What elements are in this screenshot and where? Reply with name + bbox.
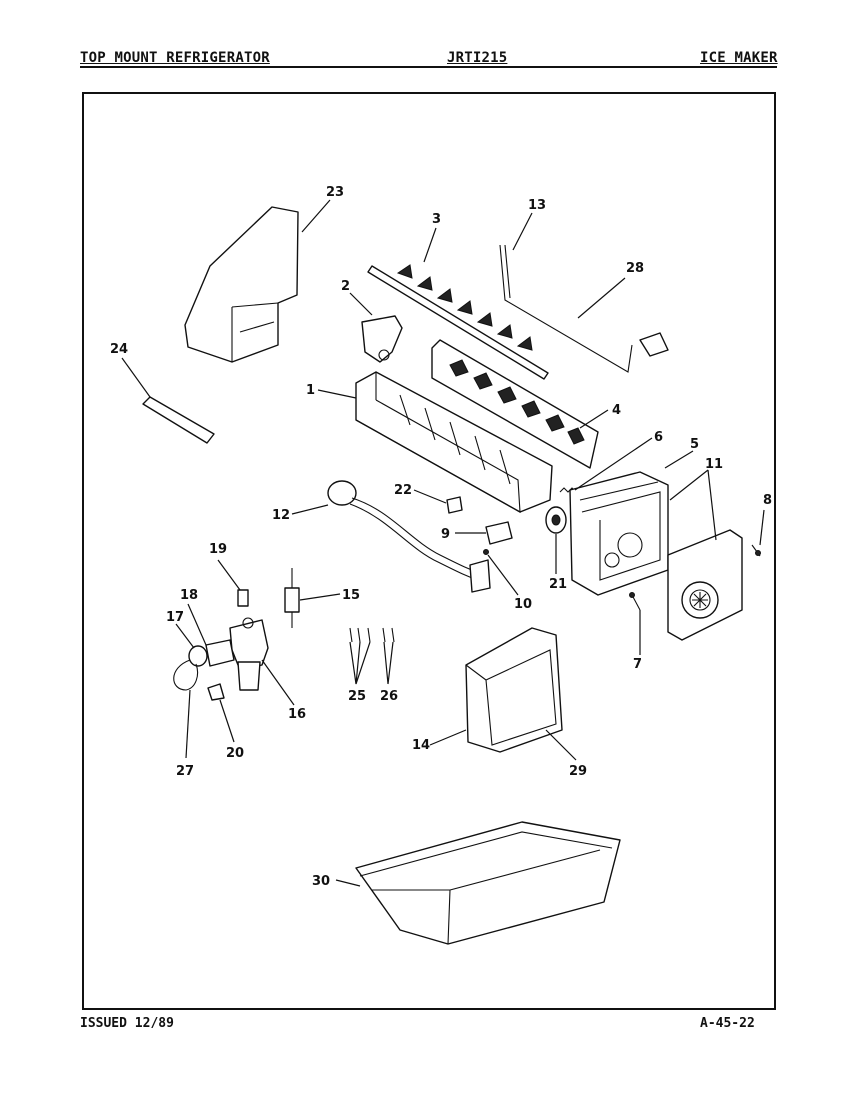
callout-3: 3 <box>432 212 441 227</box>
callout-20: 20 <box>226 746 244 761</box>
part-12-thermostat-harness <box>327 480 491 593</box>
part-11-motor-plate <box>667 529 743 641</box>
callout-4: 4 <box>612 403 621 418</box>
part-2-bracket <box>361 315 403 363</box>
callout-12: 12 <box>272 508 290 523</box>
part-3-ejector <box>367 264 549 380</box>
part-18-coil <box>205 639 235 667</box>
callout-24: 24 <box>110 342 128 357</box>
part-22 <box>446 496 463 514</box>
header-section-title: ICE MAKER <box>700 50 778 66</box>
callout-15: 15 <box>342 588 360 603</box>
callout-9: 9 <box>441 527 450 542</box>
part-27-wire-loop <box>173 659 199 691</box>
part-20-clip <box>207 683 225 701</box>
part-9-10-bracket <box>483 521 513 555</box>
callout-22: 22 <box>394 483 412 498</box>
callout-18: 18 <box>180 588 198 603</box>
part-4-stripper <box>431 339 599 469</box>
part-16-water-valve <box>229 617 269 691</box>
part-8-screw <box>751 544 761 557</box>
callout-16: 16 <box>288 707 306 722</box>
part-26-screws <box>382 627 395 643</box>
header-rule <box>80 66 777 68</box>
callout-7: 7 <box>633 657 642 672</box>
header-model-type: TOP MOUNT REFRIGERATOR <box>80 50 270 66</box>
callout-21: 21 <box>549 577 567 592</box>
callout-27: 27 <box>176 764 194 779</box>
part-19-fitting <box>237 589 249 607</box>
callout-23: 23 <box>326 185 344 200</box>
callout-14: 14 <box>412 738 430 753</box>
part-17-connector <box>188 645 208 667</box>
part-1-ice-mold <box>355 371 553 513</box>
part-15-fitting <box>284 568 300 628</box>
callout-5: 5 <box>690 437 699 452</box>
part-30-ice-bin <box>355 821 621 945</box>
callout-28: 28 <box>626 261 644 276</box>
callout-1: 1 <box>306 383 315 398</box>
footer-page-code: A-45-22 <box>700 1016 755 1031</box>
callout-25: 25 <box>348 689 366 704</box>
callout-29: 29 <box>569 764 587 779</box>
callout-26: 26 <box>380 689 398 704</box>
callout-10: 10 <box>514 597 532 612</box>
callout-30: 30 <box>312 874 330 889</box>
callout-17: 17 <box>166 610 184 625</box>
part-14-29-cover <box>465 627 563 753</box>
part-23-fill-tube <box>184 206 299 363</box>
diagram-frame <box>82 92 776 1010</box>
callout-19: 19 <box>209 542 227 557</box>
callout-2: 2 <box>341 279 350 294</box>
callout-13: 13 <box>528 198 546 213</box>
part-24-tube <box>142 396 215 444</box>
callout-11: 11 <box>705 457 723 472</box>
callout-6: 6 <box>654 430 663 445</box>
footer-issued-date: ISSUED 12/89 <box>80 1016 174 1031</box>
part-5-housing <box>569 471 669 596</box>
leader-lines <box>121 199 765 887</box>
part-21-gear <box>545 506 567 534</box>
header-model-number: JRTI215 <box>447 50 508 66</box>
part-25-screws <box>349 627 371 643</box>
part-7-screw <box>629 592 641 611</box>
callout-8: 8 <box>763 493 772 508</box>
part-13-28-shutoff-arm <box>499 244 669 373</box>
